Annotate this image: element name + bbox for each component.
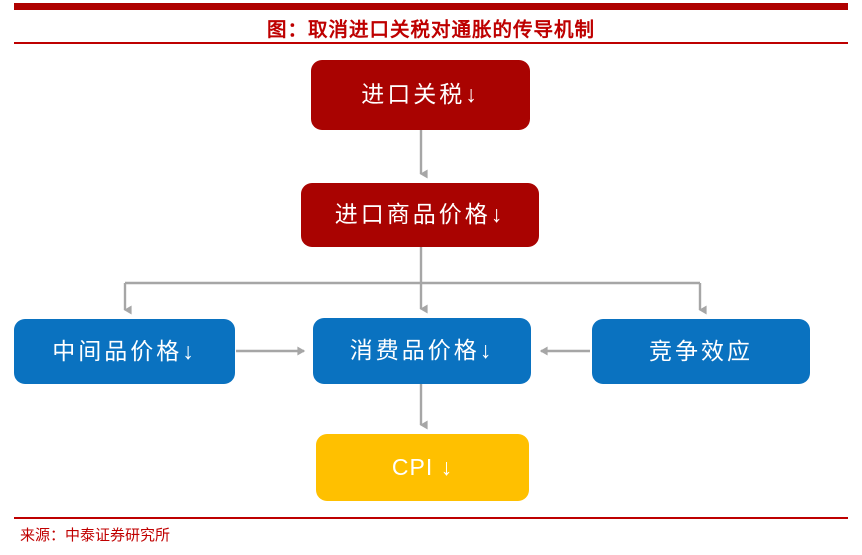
node-import-tariff[interactable]: 进口关税↓ (311, 60, 530, 130)
node-cpi-label: CPI ↓ (391, 453, 454, 480)
node-intermediate-price[interactable]: 中间品价格↓ (14, 319, 235, 384)
header-accent-bar (14, 3, 848, 10)
source-note: 来源：中泰证券研究所 (20, 528, 171, 544)
flowchart-diagram: 进口关税↓ 进口商品价格↓ 中间品价格↓ 消费品价格↓ 竞争效应 CPI ↓ (0, 44, 862, 517)
edge-goods-price-trunk (125, 247, 700, 285)
node-cpi[interactable]: CPI ↓ (316, 434, 529, 501)
header-divider (14, 42, 848, 44)
node-competition-effect[interactable]: 竞争效应 (592, 319, 810, 384)
page-title: 图：取消进口关税对通胀的传导机制 (266, 19, 595, 41)
node-import-goods-price[interactable]: 进口商品价格↓ (301, 183, 539, 247)
node-competition-effect-label: 竞争效应 (649, 338, 753, 364)
node-import-tariff-label: 进口关税↓ (361, 82, 480, 108)
node-consumer-price[interactable]: 消费品价格↓ (313, 318, 531, 384)
node-consumer-price-label: 消费品价格↓ (349, 338, 495, 364)
node-import-goods-price-label: 进口商品价格↓ (334, 202, 506, 228)
footer-divider (14, 517, 848, 519)
node-intermediate-price-label: 中间品价格↓ (52, 338, 197, 364)
